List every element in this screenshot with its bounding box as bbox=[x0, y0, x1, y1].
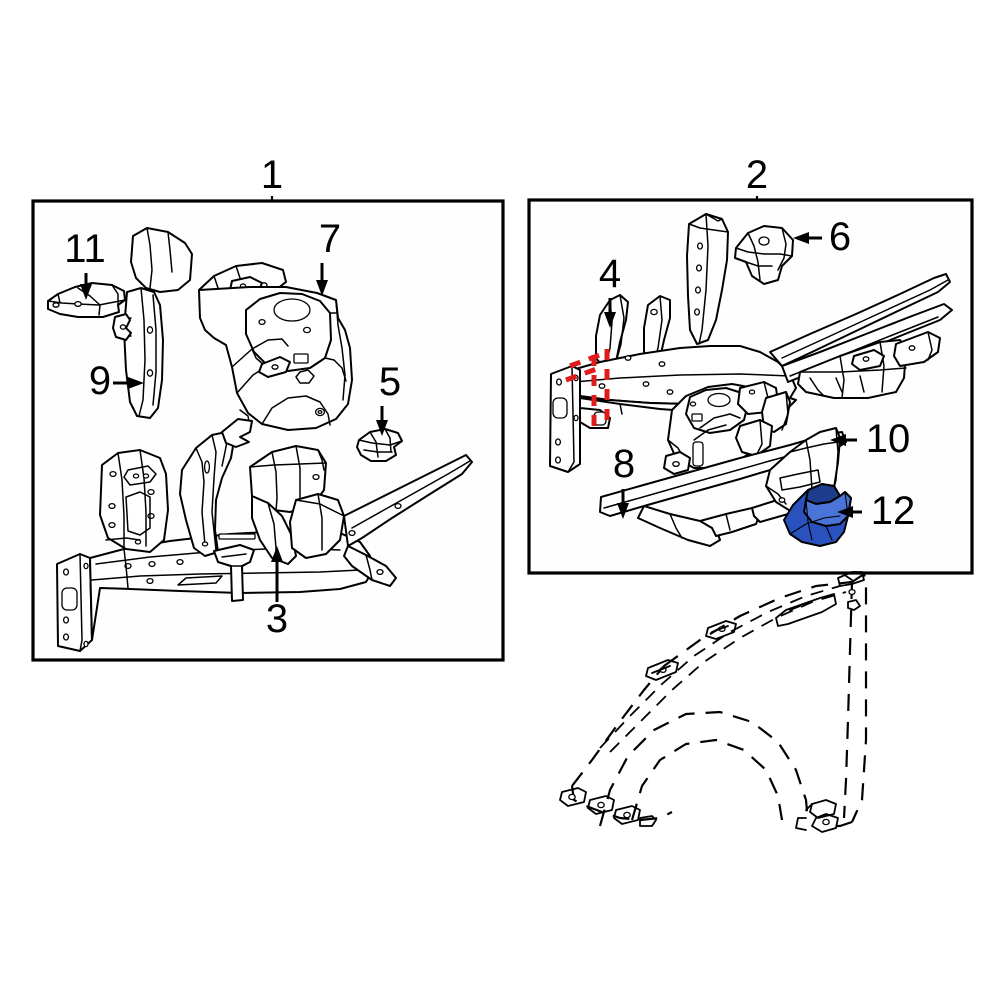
shock-tower-left bbox=[198, 262, 353, 431]
callout-3-label: 3 bbox=[266, 597, 288, 641]
callout-6-arrow bbox=[793, 232, 822, 244]
annotation-marks bbox=[565, 349, 610, 427]
callout-4-label: 4 bbox=[599, 252, 621, 296]
callout-8-arrow bbox=[617, 489, 629, 519]
callout-6-label: 6 bbox=[829, 215, 851, 259]
callout-8-label: 8 bbox=[613, 442, 635, 486]
callout-7-arrow bbox=[316, 263, 328, 296]
callout-9-arrow bbox=[113, 377, 144, 389]
callout-2-label: 2 bbox=[746, 153, 768, 197]
callout-5-label: 5 bbox=[379, 360, 401, 404]
callout-10-label: 10 bbox=[866, 417, 911, 461]
callout-9-label: 9 bbox=[89, 359, 111, 403]
callout-10-arrow bbox=[830, 434, 857, 446]
callout-3-arrow bbox=[271, 546, 283, 602]
callout-1-label: 1 bbox=[261, 153, 283, 197]
lower-rail-right bbox=[599, 381, 847, 547]
callout-7-label: 7 bbox=[319, 217, 341, 261]
callout-4-arrow bbox=[604, 298, 616, 328]
highlighted-bracket bbox=[783, 483, 852, 547]
callout-11-arrow bbox=[80, 273, 92, 300]
callout-12-label: 12 bbox=[871, 489, 916, 533]
callout-11-label: 11 bbox=[64, 227, 106, 271]
fender-outline bbox=[559, 571, 868, 833]
cover-bracket-left bbox=[47, 282, 126, 318]
rail-reinforcement-right bbox=[549, 213, 953, 473]
upper-bracket-right bbox=[734, 225, 794, 285]
callout-12-arrow bbox=[837, 506, 862, 518]
callout-5-arrow bbox=[376, 406, 388, 436]
front-side-rail-left bbox=[56, 418, 473, 652]
